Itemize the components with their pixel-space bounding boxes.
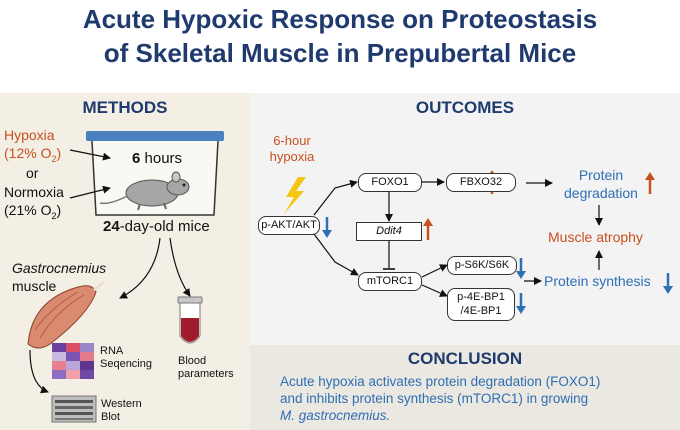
hypoxia-pct: (12% O2) bbox=[4, 145, 62, 164]
foxo1-node: FOXO1 bbox=[358, 173, 422, 192]
mice-age-label: 24-day-old mice bbox=[103, 218, 210, 235]
p4ebp1-node: p-4E-BP1/4E-BP1 bbox=[447, 288, 515, 321]
normoxia-label: Normoxia bbox=[4, 184, 64, 200]
down-arrow-icon bbox=[516, 258, 526, 279]
arrow-to-western bbox=[29, 349, 49, 394]
mouse-icon bbox=[99, 171, 190, 211]
arrow-mtorc1-4ebp1 bbox=[421, 284, 448, 297]
hypoxia-label: Hypoxia bbox=[4, 127, 55, 143]
tissue-type: muscle bbox=[12, 278, 57, 294]
duration-label: 6 hours bbox=[132, 150, 183, 167]
or-label: or bbox=[26, 165, 39, 181]
down-arrow-icon bbox=[322, 217, 332, 238]
muscle-icon bbox=[27, 280, 105, 349]
tissue-name: Gastrocnemius bbox=[12, 260, 107, 276]
conclusion-header: CONCLUSION bbox=[407, 349, 523, 368]
protein-synthesis-label: Protein synthesis bbox=[544, 273, 651, 289]
lightning-icon bbox=[284, 177, 306, 214]
conclusion-line-1: Acute hypoxia activates protein degradat… bbox=[280, 374, 601, 389]
mtorc1-node: mTORC1 bbox=[358, 272, 422, 291]
up-arrow-icon bbox=[423, 218, 433, 240]
hypoxia-arrow bbox=[69, 149, 111, 161]
arrow-to-muscle bbox=[119, 237, 161, 299]
pakt-node: p-AKT/AKT bbox=[258, 216, 320, 235]
heatmap-icon bbox=[52, 343, 94, 379]
conclusion-panel bbox=[250, 345, 680, 430]
blood-tube-icon bbox=[177, 296, 203, 344]
down-arrow-icon bbox=[663, 273, 673, 294]
conclusion-line-3: M. gastrocnemius. bbox=[280, 408, 391, 423]
outcomes-header: OUTCOMES bbox=[415, 98, 515, 117]
title-line-1: Acute Hypoxic Response on Proteostasis bbox=[82, 4, 598, 34]
arrow-akt-mtorc1 bbox=[313, 233, 359, 276]
page-title: Acute Hypoxic Response on Proteostasis o… bbox=[0, 2, 680, 70]
arrow-to-blood bbox=[169, 237, 191, 297]
muscle-atrophy-label: Muscle atrophy bbox=[548, 229, 643, 245]
conclusion-text: Acute hypoxia activates protein degradat… bbox=[280, 373, 600, 424]
conclusion-line-2: and inhibits protein synthesis (mTORC1) … bbox=[280, 391, 589, 406]
arrow-mtorc1-s6k bbox=[421, 264, 448, 278]
arrow-akt-foxo1 bbox=[313, 179, 358, 216]
cage-icon bbox=[86, 131, 224, 216]
normoxia-pct: (21% O2) bbox=[4, 202, 62, 221]
up-arrow-icon bbox=[645, 172, 655, 194]
down-arrow-icon bbox=[516, 293, 526, 314]
normoxia-arrow bbox=[69, 185, 111, 199]
title-line-2: of Skeletal Muscle in Prepubertal Mice bbox=[103, 38, 577, 68]
ps6k-node: p-S6K/S6K bbox=[447, 256, 517, 275]
ddit4-node: Ddit4 bbox=[356, 222, 422, 241]
western-blot-icon bbox=[51, 395, 97, 423]
fbxo32-node: FBXO32 bbox=[446, 173, 516, 192]
methods-header: METHODS bbox=[82, 98, 168, 117]
